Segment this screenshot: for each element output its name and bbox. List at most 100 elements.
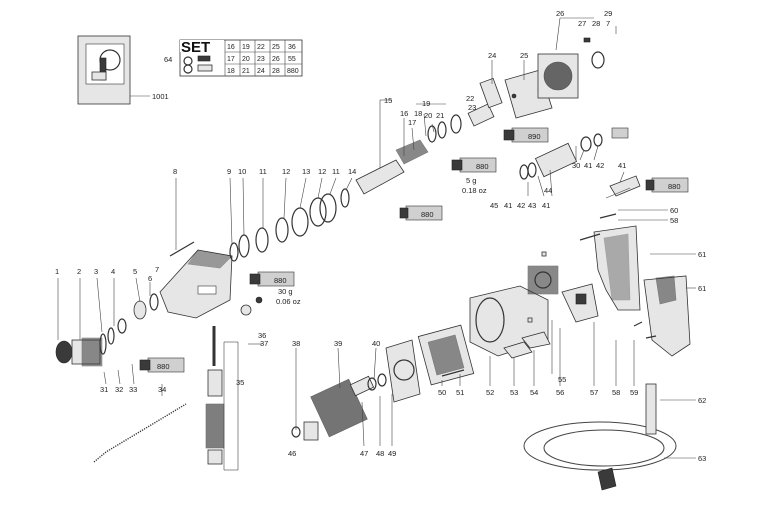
grease-tube bbox=[399, 205, 443, 221]
intermediate-flange bbox=[537, 37, 605, 99]
callout: 3 bbox=[94, 267, 98, 276]
callout: 56 bbox=[556, 388, 564, 397]
set-title: SET bbox=[181, 39, 210, 56]
callout: 43 bbox=[528, 201, 536, 210]
switch bbox=[561, 283, 599, 323]
callout: 4 bbox=[111, 267, 115, 276]
callout: 62 bbox=[698, 396, 706, 405]
set-cell: 36 bbox=[288, 44, 296, 51]
screws bbox=[169, 213, 657, 377]
set-cell: 25 bbox=[272, 44, 280, 51]
callout: 24 bbox=[488, 51, 496, 60]
set-cell: 17 bbox=[227, 56, 235, 63]
callout: 59 bbox=[630, 388, 638, 397]
callout: 11 bbox=[259, 167, 267, 176]
label-64: 64 bbox=[164, 55, 172, 64]
callout: 40 bbox=[372, 339, 380, 348]
callout: 9 bbox=[227, 167, 231, 176]
brush-plates bbox=[503, 331, 551, 359]
callout: 25 bbox=[520, 51, 528, 60]
callout: 48 bbox=[376, 449, 384, 458]
drive-shaft bbox=[519, 133, 603, 180]
grease-code: 880 bbox=[421, 210, 434, 219]
callout: 63 bbox=[698, 454, 706, 463]
set-table: 16 19 22 25 36 17 20 23 26 55 18 21 24 2… bbox=[227, 44, 299, 75]
callout: 41 bbox=[584, 161, 592, 170]
callout: 41 bbox=[542, 201, 550, 210]
callout: 26 bbox=[556, 9, 564, 18]
callout: 37 bbox=[260, 339, 268, 348]
grease-code: 880 bbox=[476, 162, 489, 171]
callout: 10 bbox=[238, 167, 246, 176]
callout: 42 bbox=[596, 161, 604, 170]
callout: 13 bbox=[302, 167, 310, 176]
callout: 16 bbox=[400, 109, 408, 118]
set-box: SET bbox=[179, 39, 303, 77]
grease-note: 5 g bbox=[466, 176, 476, 185]
callout: 53 bbox=[510, 388, 518, 397]
callout: 17 bbox=[408, 118, 416, 127]
brush-holder bbox=[527, 251, 559, 323]
callout: 61 bbox=[698, 250, 706, 259]
callout: 51 bbox=[456, 388, 464, 397]
grease-tube bbox=[611, 127, 629, 139]
grease-note: 0.06 oz bbox=[276, 297, 301, 306]
callout: 31 bbox=[100, 385, 108, 394]
grease-tube bbox=[645, 177, 689, 193]
callout: 60 bbox=[670, 206, 678, 215]
set-cell: 20 bbox=[242, 56, 250, 63]
callout: 50 bbox=[438, 388, 446, 397]
set-cell: 28 bbox=[272, 68, 280, 75]
callout: 1 bbox=[55, 267, 59, 276]
callout: 55 bbox=[558, 375, 566, 384]
callout: 14 bbox=[348, 167, 356, 176]
callout: 32 bbox=[115, 385, 123, 394]
callout: 33 bbox=[129, 385, 137, 394]
set-cell: 22 bbox=[257, 44, 265, 51]
power-cord bbox=[523, 383, 677, 491]
callout: 5 bbox=[133, 267, 137, 276]
callout: 2 bbox=[77, 267, 81, 276]
hammer-mechanism bbox=[355, 77, 503, 195]
callout: 7 bbox=[155, 265, 159, 274]
grease-tube bbox=[249, 271, 295, 287]
chuck-assembly bbox=[55, 293, 159, 367]
callout: 54 bbox=[530, 388, 538, 397]
callout: 28 bbox=[592, 19, 600, 28]
handle-shell-right bbox=[643, 275, 691, 357]
set-cell: 880 bbox=[287, 68, 299, 75]
callout: 58 bbox=[670, 216, 678, 225]
depth-gauge bbox=[93, 403, 187, 463]
callout-labels: 1 2 3 4 5 6 7 8 9 10 11 12 13 12 11 14 1… bbox=[55, 9, 706, 463]
callout: 46 bbox=[288, 449, 296, 458]
callout: 58 bbox=[612, 388, 620, 397]
grease-tube bbox=[139, 357, 185, 373]
callout: 8 bbox=[173, 167, 177, 176]
set-cell: 24 bbox=[257, 68, 265, 75]
grease-note: 0.18 oz bbox=[462, 186, 487, 195]
gear-housing bbox=[159, 249, 233, 319]
grease-tube bbox=[503, 127, 549, 143]
set-cell: 55 bbox=[288, 56, 296, 63]
callout: 21 bbox=[436, 111, 444, 120]
grease-code: 880 bbox=[157, 362, 170, 371]
callout: 19 bbox=[422, 99, 430, 108]
handle-shell-left bbox=[593, 225, 641, 311]
grease-code: 880 bbox=[668, 182, 681, 191]
leader-lines bbox=[57, 17, 696, 471]
callout: 22 bbox=[466, 94, 474, 103]
callout: 57 bbox=[590, 388, 598, 397]
grease-tube bbox=[451, 157, 497, 173]
callout: 23 bbox=[468, 103, 476, 112]
callout: 27 bbox=[578, 19, 586, 28]
callout: 12 bbox=[282, 167, 290, 176]
callout: 6 bbox=[148, 274, 152, 283]
set-cell: 21 bbox=[242, 68, 250, 75]
callout: 18 bbox=[414, 109, 422, 118]
callout: 52 bbox=[486, 388, 494, 397]
callout: 35 bbox=[236, 378, 244, 387]
grease-code: 890 bbox=[528, 132, 541, 141]
set-cell: 23 bbox=[257, 56, 265, 63]
